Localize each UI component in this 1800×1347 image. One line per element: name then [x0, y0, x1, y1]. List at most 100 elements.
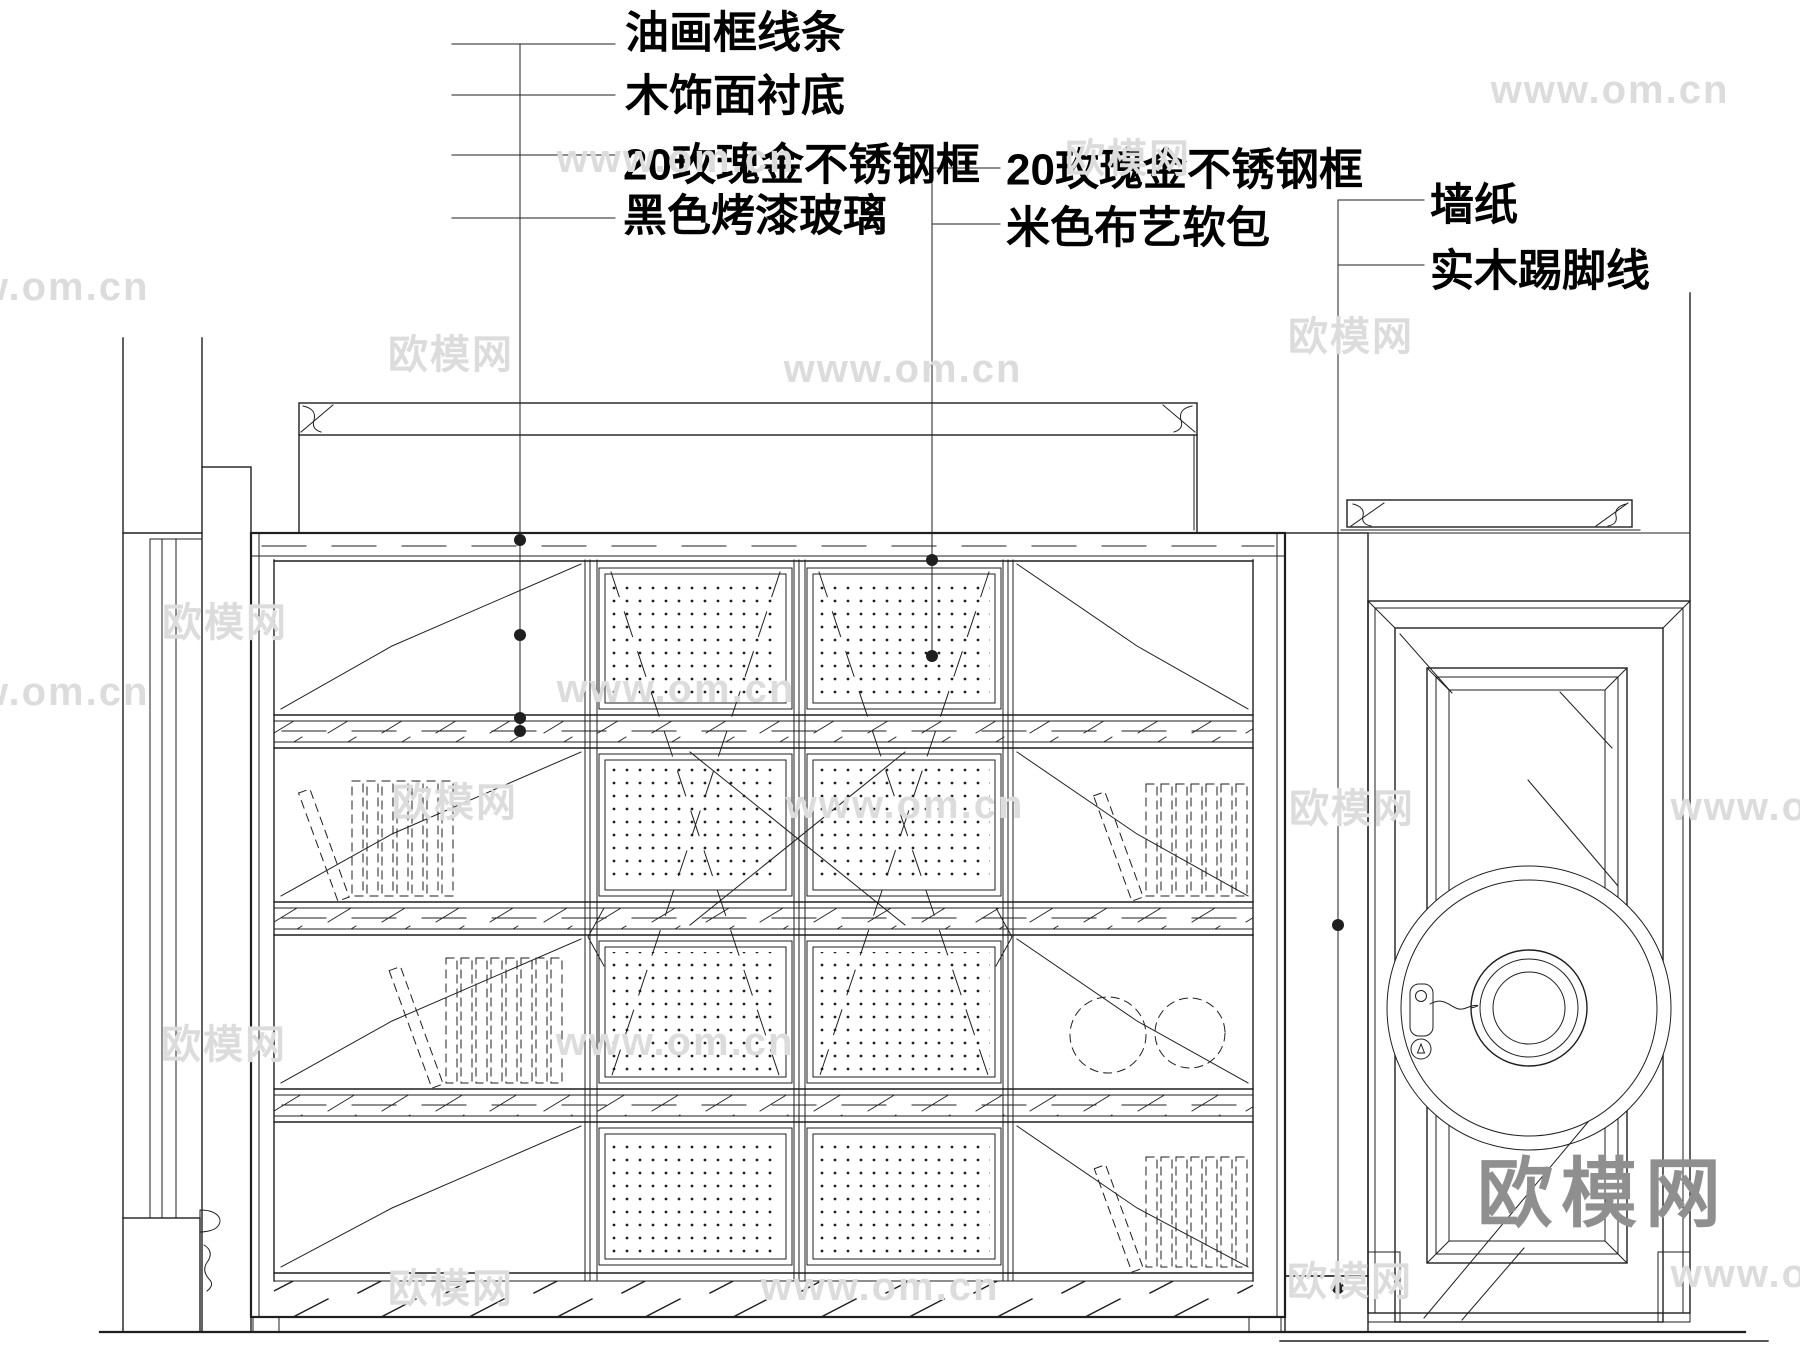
cornice-scroll-right: [1173, 405, 1193, 433]
watermark-text: www.om.cn: [555, 1020, 795, 1064]
book: [351, 780, 364, 897]
glass-hatch: [274, 1095, 1253, 1116]
decor-plate: [1154, 997, 1226, 1069]
leader-dot: [926, 554, 938, 566]
open-shelf-lines: [1016, 1125, 1249, 1268]
open-shelf-lines: [280, 563, 582, 710]
bookshelf-unit: [249, 531, 1287, 1333]
book: [366, 780, 379, 897]
shelf-foot-left: [252, 1316, 280, 1333]
keyhole: [1410, 1038, 1432, 1060]
book: [1205, 783, 1218, 897]
bookshelf-grid: [273, 559, 1254, 1282]
book: [381, 780, 394, 897]
decor-plate: [1069, 996, 1147, 1074]
fabric-dotted-panel: [610, 952, 781, 1072]
book-group: [1093, 1156, 1248, 1273]
open-shelf-lines: [1016, 563, 1249, 710]
watermark-text: www.om.cn: [0, 670, 149, 714]
book-group: [297, 780, 454, 902]
book: [441, 780, 454, 897]
panel-frame: [806, 940, 1002, 1084]
book: [411, 780, 424, 897]
watermark-text: 欧模网: [1065, 137, 1191, 181]
watermarks: www.om.cn www.om.cn 欧模网 www.om.cn 欧模网 www.om.…: [0, 68, 1800, 1311]
label-wood-veneer-backing: 木饰面衬底: [625, 72, 845, 121]
right-leader: [1332, 199, 1344, 1294]
leader-dot: [514, 534, 526, 546]
open-shelf-lines: [280, 938, 582, 1084]
book: [1220, 783, 1233, 897]
open-shelf-lines: [280, 751, 582, 897]
leaning-book: [1093, 1164, 1144, 1273]
left-plinth: [122, 1217, 201, 1333]
watermark-text: www.om.cn: [556, 137, 796, 181]
book: [460, 957, 473, 1084]
book: [1220, 1156, 1233, 1268]
panel-frame: [598, 753, 793, 897]
door-plinth-right: [1657, 1251, 1691, 1323]
left-leader: [514, 43, 526, 737]
watermark-text: www.om.cn: [785, 783, 1025, 827]
cornice-scroll-left: [302, 405, 322, 433]
book: [426, 780, 439, 897]
wallpaper-above-door: [1367, 532, 1691, 602]
book: [1235, 783, 1248, 897]
label-solid-wood-baseboard: 实木踢脚线: [1430, 247, 1650, 296]
book: [1160, 783, 1173, 897]
annotation-labels: 油画框线条 木饰面衬底 20玫瑰金不锈钢框 黑色烤漆玻璃 20玫瑰金不锈钢框 米…: [623, 9, 1650, 296]
watermark-text: 欧模网: [162, 601, 288, 645]
leaning-book: [297, 788, 350, 902]
leaning-book: [1092, 791, 1144, 902]
panel-frame: [598, 567, 793, 710]
fabric-dotted-panel: [818, 952, 990, 1072]
door-handle: [1409, 983, 1479, 1060]
label-oil-painting-frame-molding: 油画框线条: [625, 9, 845, 58]
leader-dot: [514, 629, 526, 641]
book: [396, 780, 409, 897]
watermark-text: 欧模网: [1289, 787, 1415, 831]
label-beige-fabric-upholstery: 米色布艺软包: [1006, 204, 1270, 253]
label-rose-gold-steel-frame-middle: 20玫瑰金不锈钢框: [1006, 146, 1363, 195]
hatch-break-squiggle: [203, 1244, 213, 1292]
open-shelf-lines: [1016, 938, 1249, 1084]
book: [1175, 783, 1188, 897]
book: [520, 957, 533, 1084]
leader-lines: [451, 43, 1425, 1294]
watermark-text: 欧模网: [161, 1023, 287, 1067]
left-pilaster-hatched: [201, 466, 252, 1333]
door-swing-dashed: [610, 571, 781, 1079]
door-swing-arrow: [995, 907, 1013, 967]
book: [445, 957, 458, 1084]
book-group: [1092, 783, 1248, 902]
leader-dot: [514, 712, 526, 724]
glass-hatch: [274, 721, 1253, 742]
fabric-dotted-panel: [610, 579, 781, 698]
leader-dot: [1332, 919, 1344, 931]
watermark-text: 欧模网: [1288, 315, 1414, 359]
site-logo: 欧模网: [1477, 1152, 1729, 1237]
wallpaper-strip: [1284, 532, 1369, 1277]
fabric-dotted-panel: [610, 1139, 781, 1254]
architrave-mitres: [1367, 600, 1691, 629]
label-black-lacquered-glass: 黑色烤漆玻璃: [623, 192, 887, 241]
door-medallion: [1386, 865, 1672, 1151]
panel-frame: [806, 753, 1002, 897]
book: [1175, 1156, 1188, 1268]
book: [490, 957, 503, 1084]
book: [1145, 1156, 1158, 1268]
crown-cornice: [298, 402, 1198, 534]
open-shelf-lines: [1016, 751, 1249, 897]
open-shelf-lines: [280, 1125, 582, 1268]
book: [1190, 783, 1203, 897]
leader-dot: [926, 650, 938, 662]
door-swing-dashed: [818, 571, 990, 1079]
watermark-text: 欧模网: [388, 333, 514, 377]
watermark-text: www.om.cn: [760, 1265, 1000, 1309]
label-wallpaper: 墙纸: [1430, 181, 1518, 230]
book: [1160, 1156, 1173, 1268]
left-wall-section: [122, 337, 252, 1333]
plinth-molding-nose: [199, 1209, 221, 1233]
